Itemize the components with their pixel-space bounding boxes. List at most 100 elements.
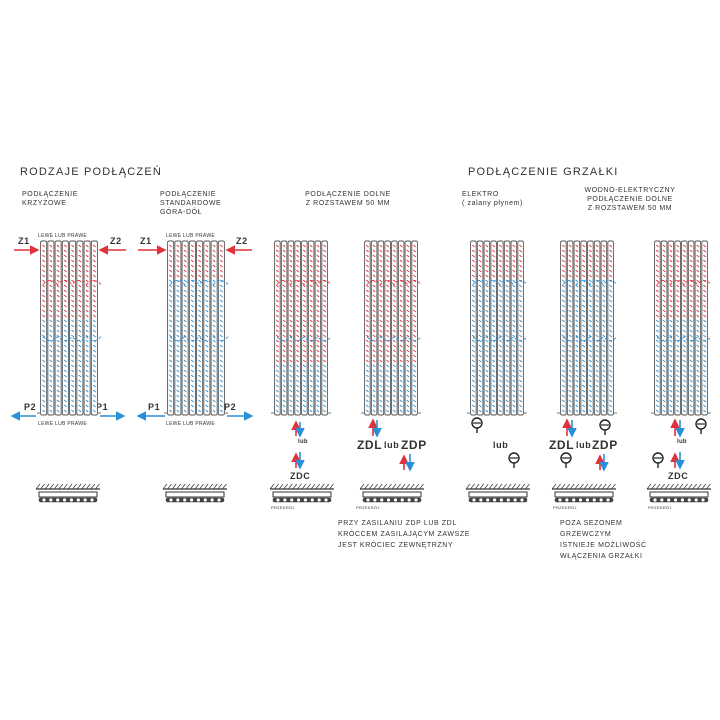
flow-mark: [595, 279, 599, 283]
flow-mark: [485, 324, 489, 328]
flow-mark: [561, 269, 565, 273]
flow-mark: [302, 244, 306, 248]
flow-mark: [485, 319, 489, 323]
flow-mark: [78, 314, 82, 318]
flow-mark: [582, 309, 586, 313]
flow-mark: [689, 334, 693, 338]
flow-mark: [588, 319, 592, 323]
flow-mark: [689, 369, 693, 373]
flow-mark: [85, 339, 89, 343]
flow-mark: [696, 404, 700, 408]
flow-mark: [190, 369, 194, 373]
flow-mark: [78, 259, 82, 263]
flow-mark: [512, 409, 516, 413]
flow-mark: [662, 359, 666, 363]
flow-mark: [190, 319, 194, 323]
flow-mark: [689, 349, 693, 353]
flow-mark: [505, 244, 509, 248]
flow-mark: [703, 334, 707, 338]
section-hatch: [167, 483, 172, 490]
flow-mark: [296, 289, 300, 293]
section-bar: [38, 491, 98, 498]
flow-mark: [176, 349, 180, 353]
flow-mark: [169, 264, 173, 268]
flow-mark: [212, 384, 216, 388]
flow-mark: [575, 349, 579, 353]
flow-mark: [212, 404, 216, 408]
flow-mark: [323, 309, 327, 313]
flow-mark: [85, 269, 89, 273]
flow-mark: [71, 374, 75, 378]
section-tube: [393, 498, 398, 502]
flow-mark: [471, 339, 475, 343]
flow-mark: [492, 259, 496, 263]
flow-mark: [309, 329, 313, 333]
flow-mark: [676, 334, 680, 338]
flow-mark: [205, 399, 209, 403]
flow-mark: [309, 379, 313, 383]
flow-mark: [655, 274, 659, 278]
section-tubes: [38, 497, 98, 503]
flow-mark: [309, 404, 313, 408]
flow-mark: [275, 329, 279, 333]
flow-mark: [519, 384, 523, 388]
flow-mark: [183, 399, 187, 403]
flow-wave: [42, 280, 102, 286]
flow-mark: [512, 324, 516, 328]
flow-mark: [575, 274, 579, 278]
flow-mark: [71, 349, 75, 353]
flow-mark: [183, 254, 187, 258]
flow-mark: [662, 374, 666, 378]
flow-mark: [85, 329, 89, 333]
flow-mark: [588, 249, 592, 253]
flow-mark: [575, 304, 579, 308]
flow-mark: [655, 409, 659, 413]
radiator-tube: [370, 240, 378, 416]
flow-mark: [212, 289, 216, 293]
przekroj-1: PRZEKRÓJ: [271, 505, 295, 510]
radiator-1: [37, 240, 102, 416]
flow-mark: [676, 324, 680, 328]
flow-mark: [282, 394, 286, 398]
flow-mark: [519, 324, 523, 328]
flow-mark: [392, 259, 396, 263]
flow-mark: [198, 354, 202, 358]
flow-mark: [392, 374, 396, 378]
flow-mark: [655, 264, 659, 268]
flow-mark: [703, 264, 707, 268]
flow-mark: [505, 359, 509, 363]
flow-mark: [682, 304, 686, 308]
flow-mark: [379, 309, 383, 313]
flow-mark: [49, 279, 53, 283]
flow-mark: [582, 379, 586, 383]
flow-mark: [498, 304, 502, 308]
flow-mark: [282, 254, 286, 258]
flow-mark: [492, 364, 496, 368]
flow-mark: [309, 344, 313, 348]
zdc-label-1: ZDC: [290, 471, 311, 481]
heater-icon-2: [508, 452, 520, 468]
flow-mark: [56, 324, 60, 328]
flow-mark: [561, 289, 565, 293]
flow-mark: [505, 294, 509, 298]
flow-mark: [689, 384, 693, 388]
flow-mark: [492, 389, 496, 393]
radiator-tube: [490, 240, 497, 416]
flow-mark: [42, 324, 46, 328]
flow-mark: [176, 314, 180, 318]
flow-mark: [588, 269, 592, 273]
flow-mark: [478, 384, 482, 388]
flow-mark: [575, 404, 579, 408]
flow-mark: [485, 279, 489, 283]
flow-mark: [406, 309, 410, 313]
caption-standard: PODŁĄCZENIE STANDARDOWE GÓRA-DÓŁ: [160, 191, 222, 216]
flow-mark: [372, 304, 376, 308]
flow-mark: [492, 249, 496, 253]
flow-mark: [406, 264, 410, 268]
flow-mark: [682, 354, 686, 358]
flow-mark: [296, 244, 300, 248]
flow-mark: [316, 319, 320, 323]
flow-mark: [92, 324, 96, 328]
section-hatch: [368, 483, 374, 490]
flow-mark: [198, 394, 202, 398]
